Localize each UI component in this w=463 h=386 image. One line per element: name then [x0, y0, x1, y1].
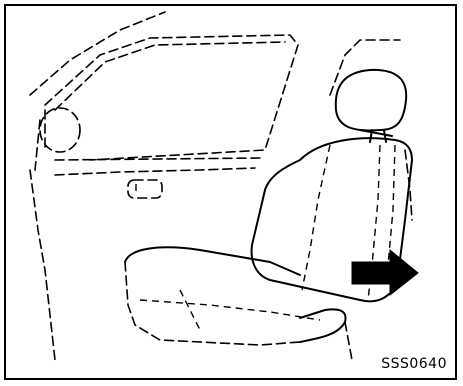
- seat-cushion: [125, 247, 352, 360]
- mirror-circle: [40, 108, 80, 152]
- headrest: [336, 70, 406, 142]
- recline-arrow-icon: [352, 250, 418, 295]
- figure-code-label: SSS0640: [381, 356, 447, 372]
- door-handle: [128, 180, 162, 198]
- door-outline: [30, 12, 298, 360]
